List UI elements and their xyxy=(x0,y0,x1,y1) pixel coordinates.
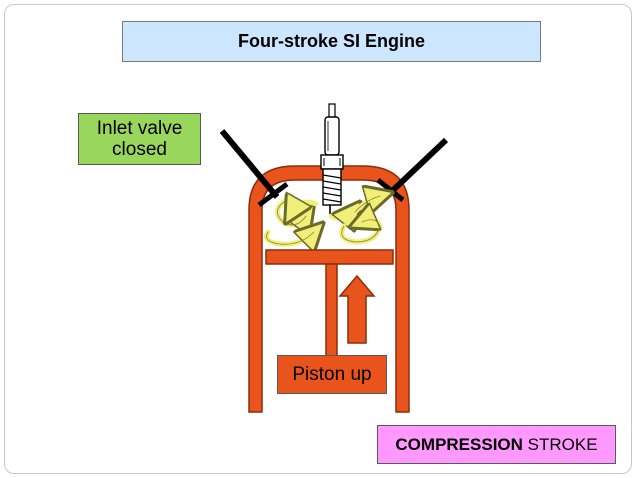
inlet-valve xyxy=(219,129,289,207)
piston-label: Piston up xyxy=(277,355,387,394)
inlet-valve-label: Inlet valve closed xyxy=(78,113,201,165)
stroke-name-label: COMPRESSION STROKE xyxy=(377,425,616,464)
diagram-title: Four-stroke SI Engine xyxy=(122,21,541,62)
up-arrow-icon xyxy=(338,274,376,344)
inlet-label-line1: Inlet valve xyxy=(96,118,183,139)
stroke-name-rest: STROKE xyxy=(527,434,598,454)
spark-plug-icon xyxy=(320,103,344,215)
title-text: Four-stroke SI Engine xyxy=(237,31,426,51)
connecting-rod xyxy=(325,263,338,357)
piston-crown xyxy=(265,249,394,265)
piston-label-text: Piston up xyxy=(292,363,372,385)
swirl-arrow-icon xyxy=(264,196,381,244)
stroke-name-bold: COMPRESSION xyxy=(395,434,523,454)
inlet-label-line2: closed xyxy=(112,139,167,160)
